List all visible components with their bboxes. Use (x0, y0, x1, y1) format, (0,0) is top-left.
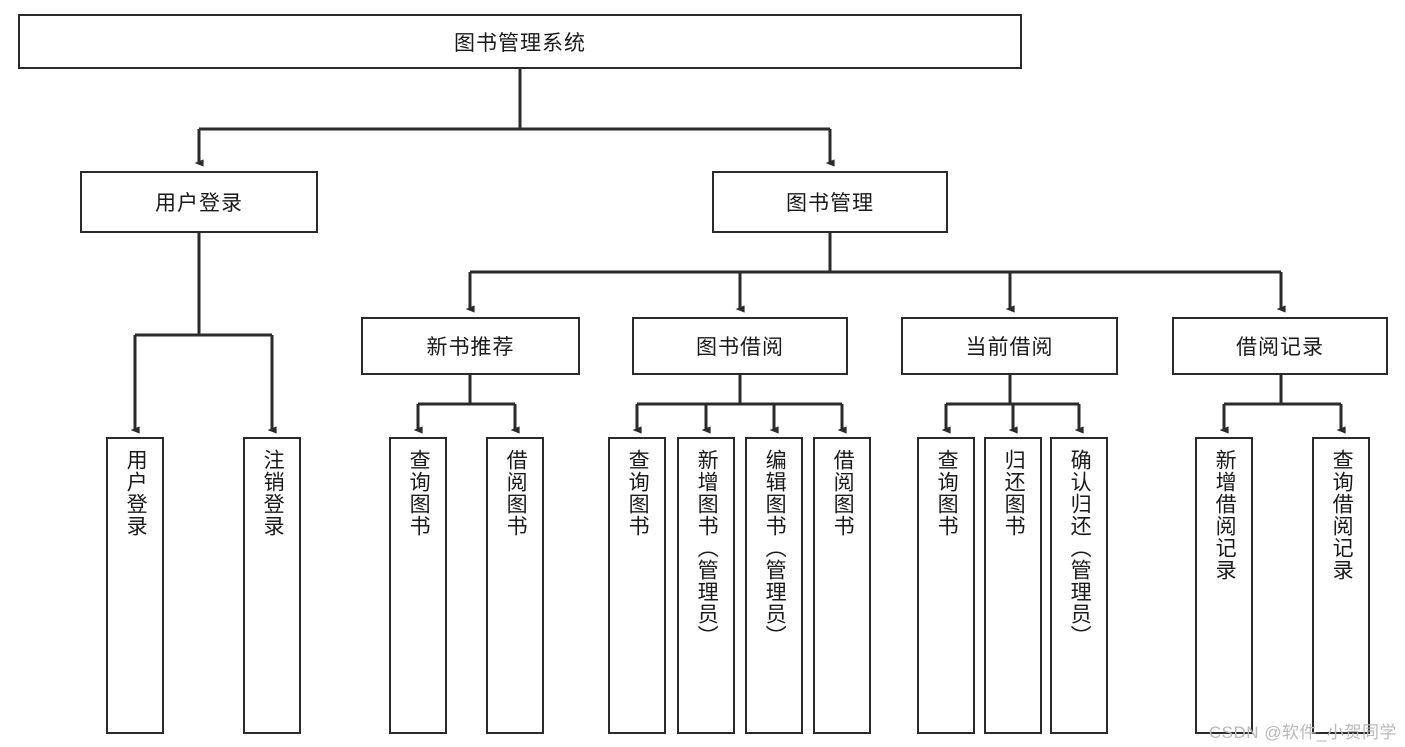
node-new-book-recommend-label: 新书推荐 (426, 336, 515, 359)
leaf-logout[interactable]: 注销登录 (243, 437, 301, 734)
node-borrow-records-label: 借阅记录 (1236, 336, 1324, 359)
leaf-current-return-book[interactable]: 归还图书 (984, 437, 1042, 734)
node-new-book-recommend[interactable]: 新书推荐 (361, 317, 580, 375)
node-root[interactable]: 图书管理系统 (18, 14, 1022, 69)
leaf-current-confirm-return[interactable]: 确认归还（管理员） (1050, 437, 1108, 734)
leaf-borrow-query-book-label: 查询图书 (626, 449, 650, 537)
leaf-borrow-edit-book[interactable]: 编辑图书（管理员） (745, 437, 803, 734)
leaf-borrow-add-book[interactable]: 新增图书（管理员） (677, 437, 735, 734)
leaf-current-return-book-label: 归还图书 (1002, 449, 1026, 537)
node-borrow-records[interactable]: 借阅记录 (1172, 317, 1388, 375)
leaf-borrow-borrow-book-label: 借阅图书 (831, 449, 855, 537)
leaf-records-add-record-label: 新增借阅记录 (1213, 449, 1237, 581)
leaf-recommend-borrow-book-label: 借阅图书 (504, 449, 528, 537)
node-user-login[interactable]: 用户登录 (80, 171, 318, 233)
leaf-user-login[interactable]: 用户登录 (106, 437, 164, 734)
leaf-records-query-record-label: 查询借阅记录 (1330, 449, 1354, 581)
node-book-borrow-label: 图书借阅 (696, 336, 784, 359)
leaf-recommend-borrow-book[interactable]: 借阅图书 (486, 437, 544, 734)
node-book-management[interactable]: 图书管理 (712, 171, 948, 233)
leaf-recommend-query-book[interactable]: 查询图书 (389, 437, 447, 734)
leaf-borrow-query-book[interactable]: 查询图书 (608, 437, 666, 734)
leaf-records-query-record[interactable]: 查询借阅记录 (1312, 437, 1370, 734)
leaf-current-query-book-label: 查询图书 (935, 449, 959, 537)
leaf-borrow-edit-book-label: 编辑图书（管理员） (763, 449, 787, 647)
leaf-borrow-add-book-label: 新增图书（管理员） (695, 449, 719, 647)
leaf-current-query-book[interactable]: 查询图书 (917, 437, 975, 734)
watermark: CSDN @软件_小贺同学 (1208, 723, 1397, 742)
node-current-borrow-label: 当前借阅 (965, 336, 1054, 359)
leaf-logout-label: 注销登录 (261, 449, 285, 537)
node-user-login-label: 用户登录 (155, 192, 243, 215)
node-book-borrow[interactable]: 图书借阅 (632, 317, 848, 375)
node-book-management-label: 图书管理 (786, 192, 874, 215)
leaf-user-login-label: 用户登录 (124, 449, 148, 537)
node-current-borrow[interactable]: 当前借阅 (901, 317, 1118, 375)
leaf-recommend-query-book-label: 查询图书 (407, 449, 431, 537)
leaf-records-add-record[interactable]: 新增借阅记录 (1195, 437, 1253, 734)
leaf-current-confirm-return-label: 确认归还（管理员） (1068, 449, 1092, 647)
node-root-label: 图书管理系统 (454, 31, 586, 55)
leaf-borrow-borrow-book[interactable]: 借阅图书 (813, 437, 871, 734)
